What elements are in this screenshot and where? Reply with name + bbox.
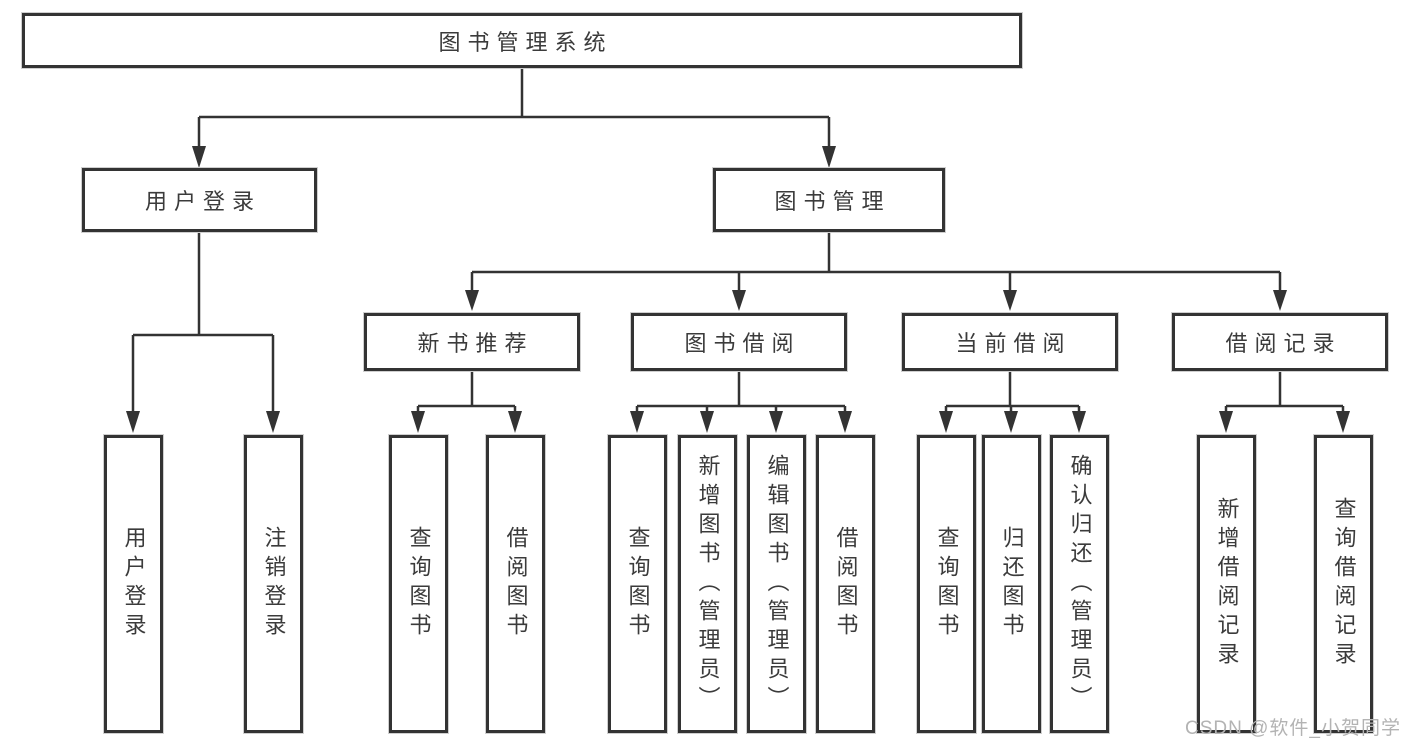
arrowheads (126, 146, 1350, 433)
leaf-confirm-return-admin: 确认归还（管理员） (1050, 435, 1109, 733)
leaf-edit-books-admin: 编辑图书（管理员） (747, 435, 806, 733)
leaf-query-borrow-record: 查询借阅记录 (1314, 435, 1373, 733)
leaf-add-books-admin: 新增图书（管理员） (678, 435, 737, 733)
leaf-borrow-books: 借阅图书 (816, 435, 875, 733)
leaf-query-books: 查询图书 (608, 435, 667, 733)
node-library-management-system: 图书管理系统 (22, 13, 1022, 68)
node-book-borrow: 图书借阅 (631, 313, 847, 371)
csdn-watermark: CSDN @软件_小贺同学 (1185, 718, 1401, 739)
node-new-book-recommend: 新书推荐 (364, 313, 580, 371)
leaf-query-books: 查询图书 (389, 435, 448, 733)
leaf-borrow-books: 借阅图书 (486, 435, 545, 733)
node-user-login: 用户登录 (82, 168, 317, 232)
leaf-user-login: 用户登录 (104, 435, 163, 733)
node-current-borrow: 当前借阅 (902, 313, 1118, 371)
leaf-return-books: 归还图书 (982, 435, 1041, 733)
leaf-query-books: 查询图书 (917, 435, 976, 733)
leaf-add-borrow-record: 新增借阅记录 (1197, 435, 1256, 733)
leaf-logout: 注销登录 (244, 435, 303, 733)
node-book-management: 图书管理 (713, 168, 945, 232)
node-borrow-records: 借阅记录 (1172, 313, 1388, 371)
